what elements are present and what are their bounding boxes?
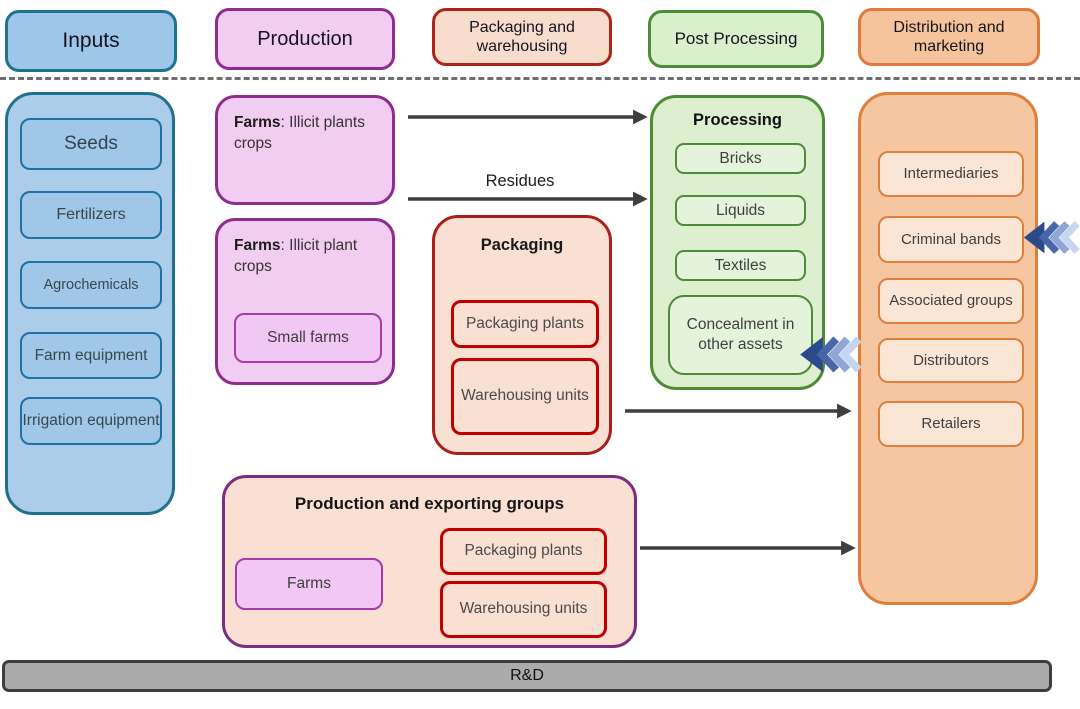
farms-bold-label: Farms [234,114,281,131]
input-item-irrigation-equipment: Irrigation equipment [20,397,162,445]
dashed-separator [0,77,1080,80]
input-item-fertilizers: Fertilizers [20,191,162,239]
distribution-item-retailers: Retailers [878,401,1024,447]
header-inputs: Inputs [5,10,177,72]
header-post-processing: Post Processing [648,10,824,68]
distribution-item-associated-groups: Associated groups [878,278,1024,324]
farms-illicit-plant-crops-box: Farms: Illicit plant crops Small farms [215,218,395,385]
residues-flow-label: Residues [485,172,555,190]
peg-warehousing-units-box: Warehousing units [440,581,607,638]
distribution-item-distributors: Distributors [878,338,1024,383]
header-distribution-marketing: Distribution and marketing [858,8,1040,66]
processing-title: Processing [693,111,782,129]
input-item-seeds: Seeds [20,118,162,170]
rnd-bar: R&D [2,660,1052,692]
header-packaging-warehousing: Packaging and warehousing [432,8,612,66]
distribution-item-intermediaries: Intermediaries [878,151,1024,197]
packaging-title: Packaging [480,236,564,254]
processing-item-textiles: Textiles [675,250,806,281]
inputs-panel: Seeds Fertilizers Agrochemicals Farm equ… [5,92,175,515]
production-exporting-groups-title: Production and exporting groups [294,494,565,513]
processing-item-liquids: Liquids [675,195,806,226]
peg-farms-box: Farms [235,558,383,610]
small-farms-box: Small farms [234,313,382,363]
packaging-plants-box: Packaging plants [451,300,599,348]
production-exporting-groups-panel: Production and exporting groups Farms Pa… [222,475,637,648]
farms-text: : Illicit plant crops [234,237,358,275]
distribution-panel: Intermediaries Criminal bands Associated… [858,92,1038,605]
distribution-item-criminal-bands: Criminal bands [878,216,1024,263]
processing-panel: Processing Bricks Liquids Textiles Conce… [650,95,825,390]
farms-illicit-plants-crops-box: Farms: Illicit plants crops [215,95,395,205]
peg-packaging-plants-box: Packaging plants [440,528,607,575]
processing-item-concealment: Concealment in other assets [668,295,813,375]
warehousing-units-box: Warehousing units [451,358,599,435]
input-item-agrochemicals: Agrochemicals [20,261,162,309]
packaging-panel: Packaging Packaging plants Warehousing u… [432,215,612,455]
farms-text: : Illicit plants crops [234,114,365,152]
input-item-farm-equipment: Farm equipment [20,332,162,379]
header-production: Production [215,8,395,70]
processing-item-bricks: Bricks [675,143,806,174]
farms-bold-label: Farms [234,237,281,254]
